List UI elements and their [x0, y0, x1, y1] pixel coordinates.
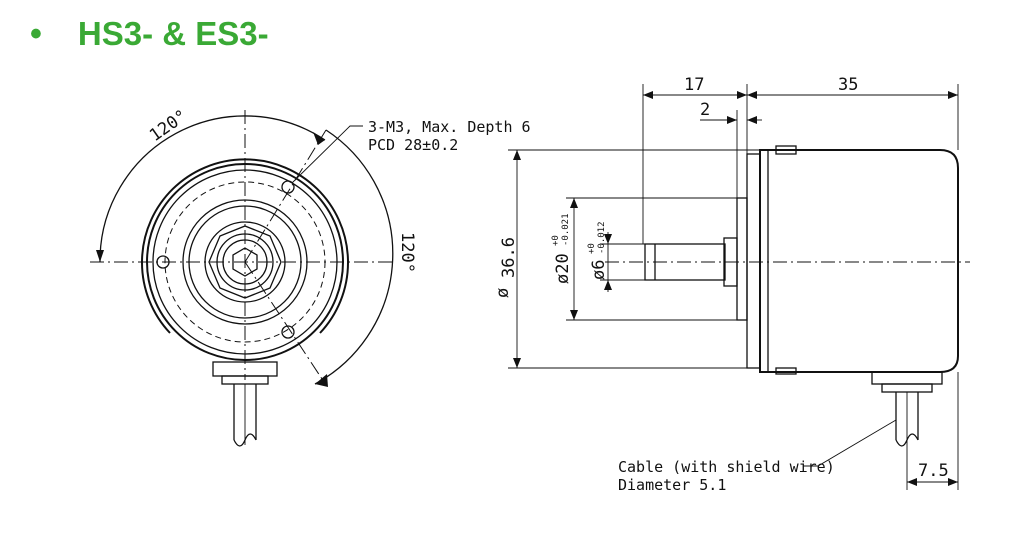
arrow-arc-top-start	[96, 250, 104, 262]
arrow-6-bottom	[604, 280, 612, 290]
arrow-2-left	[727, 116, 737, 124]
housing-flange-circle	[152, 169, 338, 355]
body-top-screw	[775, 145, 797, 155]
dim-label-6-tol-upper: +0	[587, 243, 597, 254]
arrow-6-top	[604, 234, 612, 244]
dim-label-35: 35	[838, 75, 858, 95]
dim-label-36-6: 36.6	[499, 237, 519, 278]
angle-label-right: 120°	[397, 232, 417, 273]
dim-label-7-5: 7.5	[918, 461, 949, 481]
arrow-arc-top-end	[313, 132, 325, 145]
angle-label-top: 120°	[146, 106, 191, 146]
angle-arc-right	[314, 129, 394, 385]
hub-octagon	[208, 225, 282, 299]
inner-ring-2	[188, 205, 302, 319]
encoder-body	[759, 149, 959, 373]
arrow-7-5-left	[907, 478, 917, 486]
housing-outer-circle	[146, 163, 344, 361]
arrow-20-top	[570, 198, 578, 208]
side-cable-nut	[881, 383, 933, 393]
cable-break	[233, 433, 257, 447]
dim-label-2: 2	[700, 100, 710, 120]
heading-title: HS3- & ES3-	[77, 15, 269, 52]
dim-label-17: 17	[684, 75, 704, 95]
front-view: 120° 120° 3-M3, Max. Depth 6 PCD 28±0.2	[90, 106, 531, 447]
hub-outer	[204, 221, 286, 303]
arrow-17-right	[737, 91, 747, 99]
side-view: 17 35 2 ø 36.6 ø20 +0 -0.021	[493, 75, 970, 494]
mount-hole-left	[156, 255, 170, 269]
shaft-hex	[232, 247, 258, 277]
inner-ring-1	[182, 199, 308, 325]
spigot	[736, 197, 748, 321]
mount-hole-bottom	[281, 325, 295, 339]
dim-label-20-tol-upper: +0	[551, 235, 561, 246]
mount-note-line1: 3-M3, Max. Depth 6	[368, 118, 531, 136]
cable-note-line1: Cable (with shield wire)	[618, 458, 835, 476]
hub-inner	[216, 233, 274, 291]
arrow-35-right	[948, 91, 958, 99]
cable-note-line2: Diameter 5.1	[618, 476, 726, 494]
dim-label-20-tol-lower: -0.021	[561, 213, 571, 246]
shaft	[644, 243, 726, 281]
body-bottom-screw	[775, 367, 797, 375]
mount-note-leader	[291, 125, 363, 184]
arrow-arc-right-end	[315, 374, 328, 387]
cable-note-leader	[803, 419, 897, 467]
arrow-36-top	[513, 150, 521, 160]
side-cable-gland	[871, 371, 943, 385]
housing-outer-rim	[141, 158, 349, 334]
dim-label-20: ø20	[553, 253, 573, 284]
arrow-7-5-right	[948, 478, 958, 486]
dim-label-20-group: ø20 +0 -0.021	[551, 213, 573, 284]
arrow-2-right	[747, 116, 757, 124]
pcd-circle	[164, 181, 326, 343]
front-angle-line-lower	[244, 261, 327, 386]
arrow-36-bottom	[513, 358, 521, 368]
mount-note-line2: PCD 28±0.2	[368, 136, 458, 154]
flange	[746, 153, 761, 369]
side-cable-break	[895, 433, 919, 447]
heading-bullet: •	[30, 15, 42, 53]
dim-label-6-group: ø6 +0 -0.012	[587, 221, 609, 280]
shaft-collar-side	[723, 237, 738, 287]
front-angle-line-upper	[244, 129, 327, 263]
dim-label-36-6-symbol: ø	[493, 288, 513, 298]
angle-arc-top	[99, 115, 326, 263]
mount-hole-top	[281, 180, 295, 194]
page-heading: • HS3- & ES3-	[30, 12, 269, 56]
dim-label-6-tol-lower: -0.012	[597, 221, 607, 254]
arrow-35-left	[747, 91, 757, 99]
shaft-collar	[222, 239, 268, 285]
dim-label-6: ø6	[589, 260, 609, 280]
arrow-20-bottom	[570, 310, 578, 320]
arrow-17-left	[643, 91, 653, 99]
